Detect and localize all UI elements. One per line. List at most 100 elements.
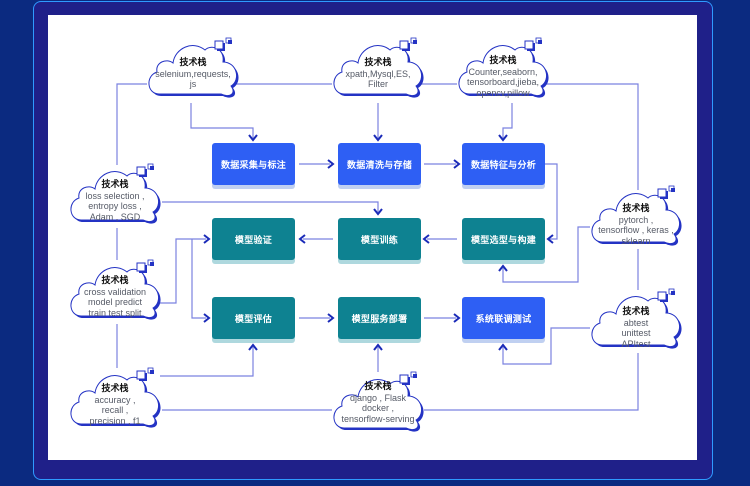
- cloud-line: train test split: [88, 307, 142, 318]
- cloud-line: selenium,requests,: [155, 68, 231, 79]
- cloud-line: Filter: [368, 79, 388, 89]
- step-evaluate: 模型评估: [212, 297, 295, 339]
- cloud-shape: [333, 37, 424, 98]
- step-label: 模型评估: [234, 314, 273, 325]
- step-label: 系统联调测试: [475, 314, 532, 325]
- arrowhead-down-icon: [498, 134, 508, 142]
- arrowhead-up-icon: [248, 343, 258, 351]
- cloud-line: pytorch ,: [618, 214, 654, 225]
- cloud-title: 技术栈: [179, 58, 207, 68]
- step-select: 模型选型与构建: [462, 218, 545, 260]
- arrowhead-right-icon: [453, 159, 461, 169]
- connector-line: [162, 201, 379, 212]
- cloud-title: 技术栈: [622, 307, 650, 317]
- step-clean: 数据清洗与存储: [338, 143, 421, 185]
- arrowhead-down-icon: [373, 208, 383, 216]
- cloud-shape: [70, 367, 161, 428]
- cloud-line: sklearn: [621, 235, 651, 246]
- arrowhead-left-icon: [422, 234, 430, 244]
- step-integration: 系统联调测试: [462, 297, 545, 339]
- cloud-squares-icon: [399, 371, 417, 385]
- cloud-line: xpath,Mysql,ES,: [345, 68, 411, 79]
- arrowhead-right-icon: [453, 313, 461, 323]
- step-validate: 模型验证: [212, 218, 295, 260]
- step-label: 模型服务部署: [351, 314, 408, 325]
- step-deploy: 模型服务部署: [338, 297, 421, 339]
- cloud-squares-icon: [657, 185, 675, 199]
- arrowhead-up-icon: [498, 264, 508, 272]
- cloud-line: model predict: [87, 297, 143, 307]
- cloud-title: 技术栈: [101, 276, 129, 286]
- step-train: 模型训练: [338, 218, 421, 260]
- cloud-shape: [591, 185, 682, 246]
- cloud-line: abtest: [623, 317, 649, 328]
- cloud-line: django , Flask: [349, 392, 407, 403]
- cloud-title: 技术栈: [364, 382, 392, 392]
- step-label: 模型验证: [234, 235, 273, 246]
- cloud-line: loss selection ,: [85, 190, 145, 201]
- connector-line: [546, 83, 639, 190]
- connector-line: [545, 163, 558, 240]
- cloud-squares-icon: [214, 37, 232, 51]
- step-label: 模型选型与构建: [470, 235, 537, 246]
- arrowhead-left-icon: [546, 234, 554, 244]
- cloud-line: opencv,pillow: [476, 87, 530, 98]
- cloud-squares-icon: [657, 288, 675, 302]
- connector-line: [160, 347, 254, 377]
- cloud-title: 技术栈: [364, 58, 392, 68]
- connector-line: [190, 103, 254, 138]
- arrowhead-right-icon: [203, 313, 211, 323]
- cloud-squares-icon: [524, 37, 542, 51]
- arrowhead-up-icon: [373, 343, 383, 351]
- cloud-title: 技术栈: [101, 180, 129, 190]
- cloud-line: tensorflow , keras ,: [598, 225, 674, 235]
- cloud-shape: [458, 37, 549, 98]
- cloud-line: cross validation: [83, 286, 147, 297]
- cloud-line: accuracy ,: [94, 394, 136, 405]
- cloud-title: 技术栈: [622, 204, 650, 214]
- cloud-line: Adam , SGD: [89, 211, 141, 222]
- arrowhead-right-icon: [327, 313, 335, 323]
- cloud-squares-icon: [136, 259, 154, 273]
- cloud-title: 技术栈: [489, 56, 517, 66]
- connector-line: [502, 327, 590, 365]
- step-collect: 数据采集与标注: [212, 143, 295, 185]
- arrowhead-down-icon: [248, 134, 258, 142]
- cloud-line: precision , f1: [89, 415, 141, 426]
- cloud-line: APItest: [621, 338, 651, 349]
- cloud-line: recall ,: [101, 405, 129, 415]
- cloud-shape: [148, 37, 239, 98]
- step-label: 数据采集与标注: [220, 160, 287, 171]
- cloud-line: unittest: [621, 328, 651, 338]
- cloud-line: entropy loss ,: [88, 201, 142, 211]
- cloud-line: docker ,: [361, 403, 394, 413]
- step-feature: 数据特征与分析: [462, 143, 545, 185]
- connector-line: [116, 83, 147, 86]
- cloud-shape: [591, 288, 682, 349]
- connector-line: [502, 103, 513, 138]
- connector-line: [160, 238, 206, 304]
- arrowhead-down-icon: [373, 134, 383, 142]
- cloud-squares-icon: [399, 37, 417, 51]
- cloud-line: Counter,seaborn,: [468, 66, 538, 77]
- cloud-line: tensorflow-serving: [341, 413, 415, 424]
- arrowhead-left-icon: [298, 234, 306, 244]
- cloud-shape: [70, 163, 161, 224]
- arrowhead-right-icon: [203, 234, 211, 244]
- connector-line: [502, 226, 590, 283]
- cloud-shape: [70, 259, 161, 320]
- cloud-title: 技术栈: [101, 384, 129, 394]
- arrowhead-right-icon: [327, 159, 335, 169]
- connector-line: [424, 353, 639, 411]
- step-label: 数据清洗与存储: [346, 160, 413, 171]
